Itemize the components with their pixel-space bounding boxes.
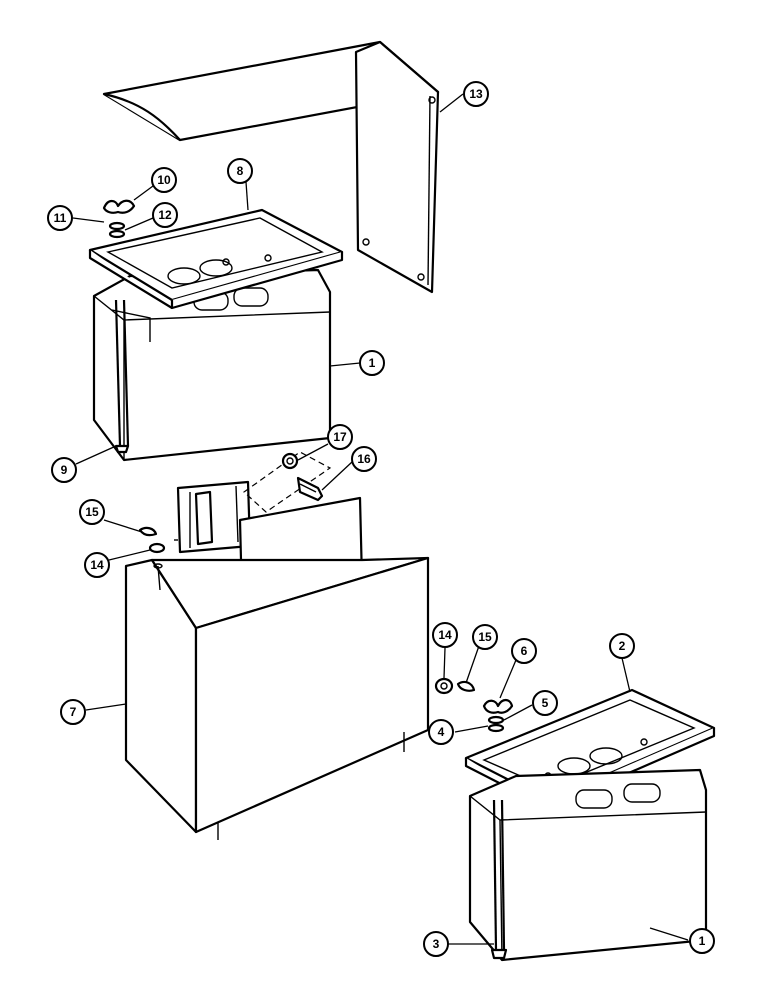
callout-7: 7 <box>60 699 86 725</box>
callout-12: 12 <box>152 202 178 228</box>
hold-down-frame-upper <box>88 208 344 310</box>
callout-15-upper: 15 <box>79 499 105 525</box>
callout-8: 8 <box>227 158 253 184</box>
svg-text:12: 12 <box>158 208 172 222</box>
callout-14-lower: 14 <box>432 622 458 648</box>
svg-text:2: 2 <box>619 639 626 653</box>
callout-16: 16 <box>351 446 377 472</box>
svg-text:6: 6 <box>521 644 528 658</box>
svg-text:1: 1 <box>369 356 376 370</box>
svg-text:3: 3 <box>433 937 440 951</box>
callout-14-upper: 14 <box>84 552 110 578</box>
hold-down-rod-lower <box>490 799 508 960</box>
svg-text:14: 14 <box>438 628 452 642</box>
callout-15-lower: 15 <box>472 624 498 650</box>
callout-11: 11 <box>47 205 73 231</box>
battery-upper <box>92 268 332 462</box>
callout-3: 3 <box>423 931 449 957</box>
battery-lower <box>468 768 708 962</box>
callout-17: 17 <box>327 424 353 450</box>
svg-text:14: 14 <box>90 558 104 572</box>
bolt-assembly <box>243 451 332 513</box>
svg-text:5: 5 <box>542 696 549 710</box>
lower-hardware <box>434 677 514 733</box>
svg-text:11: 11 <box>54 211 67 225</box>
callout-5: 5 <box>532 690 558 716</box>
svg-text:4: 4 <box>438 725 445 739</box>
callout-2: 2 <box>609 633 635 659</box>
callout-1-upper: 1 <box>359 350 385 376</box>
svg-text:16: 16 <box>357 452 371 466</box>
upper-hardware <box>102 199 136 239</box>
callout-9: 9 <box>51 457 77 483</box>
callout-10: 10 <box>151 167 177 193</box>
leader-lines <box>72 93 689 945</box>
callout-1-lower: 1 <box>689 928 715 954</box>
callout-4: 4 <box>428 719 454 745</box>
svg-text:17: 17 <box>333 430 347 444</box>
svg-text:13: 13 <box>469 87 483 101</box>
hold-down-rod-upper <box>114 299 130 454</box>
svg-text:15: 15 <box>478 630 492 644</box>
svg-text:1: 1 <box>699 934 706 948</box>
svg-text:10: 10 <box>157 173 171 187</box>
svg-text:9: 9 <box>61 463 68 477</box>
svg-text:8: 8 <box>237 164 244 178</box>
callout-6: 6 <box>511 638 537 664</box>
svg-text:15: 15 <box>85 505 99 519</box>
callout-13: 13 <box>463 81 489 107</box>
battery-box <box>124 480 430 840</box>
battery-cover <box>102 40 440 294</box>
svg-text:7: 7 <box>70 705 77 719</box>
pin-and-nut-upper <box>138 526 166 554</box>
